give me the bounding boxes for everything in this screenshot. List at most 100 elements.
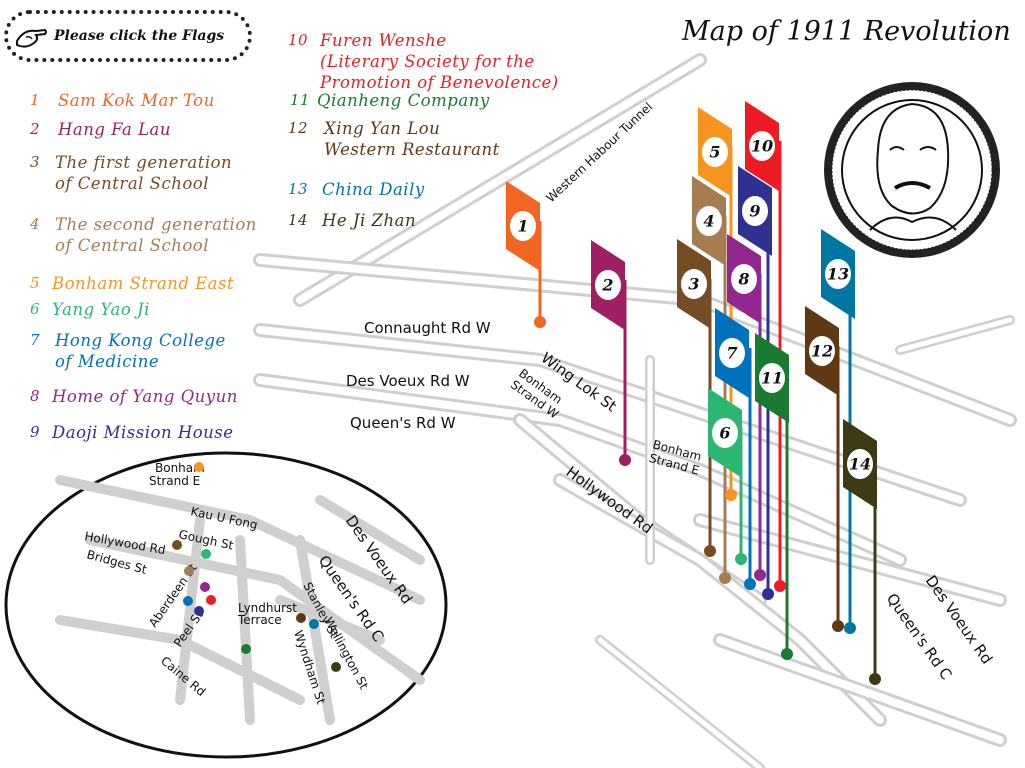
label-des-voeux-rd-w: Des Voeux Rd W [346,372,470,390]
legend-number: 3 [30,153,41,171]
flag-number: 10 [751,137,773,156]
legend-number: 13 [288,180,309,198]
sun-yat-sen-portrait [824,82,1000,258]
legend-label: Hong Kong College of Medicine [55,331,226,371]
flag-badge [731,264,757,294]
flag-pin [781,648,793,660]
legend-label: The second generation of Central School [55,215,257,255]
flag-pin [844,622,856,634]
inset-dot-13 [309,619,319,629]
inset-dot-3 [172,540,182,550]
legend-label: Sam Kok Mar Tou [58,91,215,110]
flag-8[interactable]: 8 [727,234,766,581]
flag-number: 8 [737,270,749,289]
label-hollywood-rd: Hollywood Rd [563,463,657,538]
flag-number: 5 [709,143,720,162]
inset-dot-7 [183,596,193,606]
flag-6[interactable]: 6 [708,388,747,565]
flag-9[interactable]: 9 [738,166,774,600]
inset-dot-14 [331,662,341,672]
flag-badge [510,211,536,241]
flag-pin [774,580,786,592]
flag-4[interactable]: 4 [692,176,731,584]
flag-badge [749,131,775,161]
map-title: Map of 1911 Revolution [682,16,1011,47]
flag-number: 3 [688,275,699,294]
inset-label-lyndhurst-line2: Terrace [237,613,282,627]
flag-badge [702,137,728,167]
inset-label-bonham-line1: Bonham [155,461,205,475]
legend-label: Yang Yao Ji [52,300,150,319]
flag-7[interactable]: 7 [715,308,756,590]
inset-dot-12 [296,613,306,623]
label-queens-rd-w: Queen's Rd W [350,414,456,432]
flag-badge [696,206,722,236]
flag-number: 9 [749,202,760,221]
road-network [253,53,1017,768]
legend-label: Daoji Mission House [52,423,234,442]
legend-number: 8 [30,387,41,405]
flag-pin [534,316,546,328]
click-flags-hint[interactable]: Please click the Flags [4,10,252,62]
flag-14[interactable]: 14 [843,419,881,685]
inset-label-bonham-line2: Strand E [149,474,200,488]
inset-dot-9 [194,606,204,616]
inset-dot-11 [241,644,251,654]
legend-number: 9 [30,423,41,441]
legend-number: 6 [30,300,41,318]
flag-12[interactable]: 12 [805,306,844,632]
flag-badge [825,259,851,289]
legend-label: Bonham Strand East [52,274,235,293]
flag-number: 6 [719,424,730,443]
flag-number: 11 [761,369,783,388]
legend-label: Qianheng Company [317,91,490,110]
flag-badge [847,449,873,479]
flag-pin [754,569,766,581]
flag-badge [809,336,835,366]
flag-pin [719,572,731,584]
flag-pin [869,673,881,685]
flag-badge [681,269,707,299]
legend-number: 5 [30,274,41,292]
legend-number: 14 [288,211,309,229]
flag-badge [742,196,768,226]
inset-dot-8 [200,582,210,592]
legend-label: Home of Yang Quyun [52,387,238,406]
legend-number: 4 [30,215,41,233]
legend-label: Furen Wenshe (Literary Society for the P… [320,31,559,92]
flag-pin [735,553,747,565]
inset-dot-5 [194,462,204,472]
inset-dot-6 [201,549,211,559]
flag-number: 12 [811,342,833,361]
label-bonham-strand-e: BonhamStrand E [648,437,705,477]
legend-label: He Ji Zhan [322,211,417,230]
legend-number: 10 [288,31,309,49]
flag-badge [719,338,745,368]
flag-pin [832,620,844,632]
flag-number: 2 [601,276,613,295]
flag-pin [762,588,774,600]
legend-number: 11 [290,91,311,109]
inset-dot-10 [206,595,216,605]
hint-label: Please click the Flags [54,28,225,44]
flag-number: 14 [849,455,871,474]
pointing-hand-icon [16,28,47,48]
flag-11[interactable]: 11 [755,333,793,660]
label-connaught-rd-w: Connaught Rd W [364,319,491,337]
flag-2[interactable]: 2 [591,240,631,466]
legend-number: 7 [30,331,41,349]
flag-pin [744,578,756,590]
flag-1[interactable]: 1 [506,181,546,328]
flag-3[interactable]: 3 [677,239,716,557]
flag-10[interactable]: 10 [745,101,786,592]
inset-dot-4 [184,566,194,576]
legend-label: The first generation of Central School [55,153,233,193]
legend-number: 1 [30,91,41,109]
flag-badge [759,363,785,393]
